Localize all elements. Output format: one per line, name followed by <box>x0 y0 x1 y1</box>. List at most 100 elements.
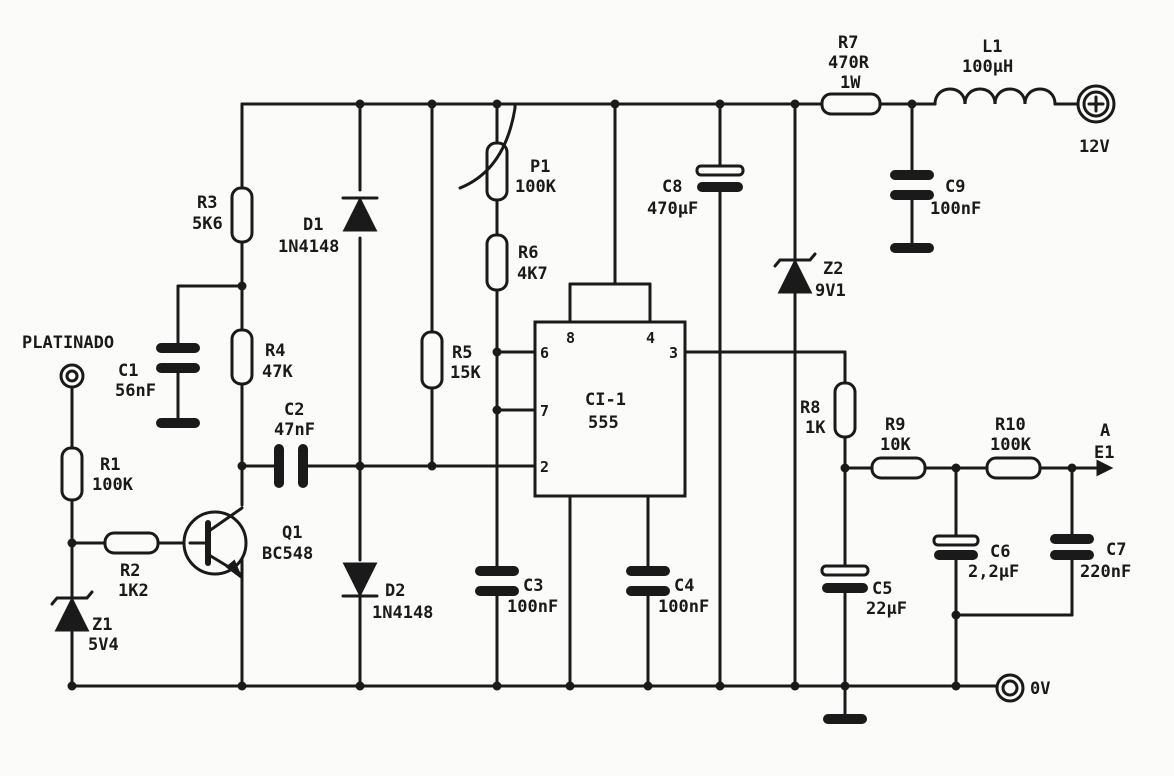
resistor-r4 <box>230 328 254 386</box>
ic-value: 555 <box>588 413 619 433</box>
ic-name: CI-1 <box>585 390 626 410</box>
c2-name: C2 <box>284 400 304 420</box>
ic-pin-4: 4 <box>646 329 655 347</box>
resistor-r2 <box>103 531 160 555</box>
z1-value: 5V4 <box>88 635 119 655</box>
c7-value: 220nF <box>1080 562 1131 582</box>
capacitor-c5 <box>820 564 870 593</box>
platinado-terminal[interactable] <box>59 363 85 389</box>
inductor-l1 <box>933 87 1057 106</box>
capacitor-c9 <box>890 170 934 253</box>
z1-name: Z1 <box>92 615 112 635</box>
c6-value: 2,2µF <box>968 562 1019 582</box>
c4-name: C4 <box>674 576 694 596</box>
resistor-r9 <box>870 456 927 480</box>
r3-value: 5K6 <box>192 214 223 234</box>
c5-value: 22µF <box>866 599 907 619</box>
capacitor-c7 <box>1050 534 1094 560</box>
r5-value: 15K <box>450 363 481 383</box>
r2-value: 1K2 <box>118 581 149 601</box>
r7-rating: 1W <box>840 73 861 93</box>
c8-value: 470µF <box>647 199 698 219</box>
l1-name: L1 <box>982 37 1002 57</box>
c1-name: C1 <box>118 361 138 381</box>
output-arrow[interactable] <box>1096 459 1114 477</box>
r4-name: R4 <box>265 341 285 361</box>
c1-value: 56nF <box>115 381 156 401</box>
r5-name: R5 <box>452 343 472 363</box>
r7-name: R7 <box>838 33 858 53</box>
resistor-r10 <box>985 456 1042 480</box>
ic-pin-8: 8 <box>566 329 575 347</box>
junction-dots <box>67 99 1077 691</box>
q1-value: BC548 <box>262 544 313 564</box>
potentiometer-p1 <box>485 141 509 202</box>
capacitor-c2 <box>274 444 320 488</box>
resistor-r6 <box>485 233 509 292</box>
c7-name: C7 <box>1106 540 1126 560</box>
ic-555-body <box>533 320 687 498</box>
diode-d2 <box>341 562 379 598</box>
output-e1-label: E1 <box>1094 443 1114 463</box>
wires <box>70 102 1102 720</box>
q1-name: Q1 <box>282 523 302 543</box>
potentiometer-wiper-arrow <box>458 102 517 190</box>
output-a-label: A <box>1100 421 1110 441</box>
ground-0v-terminal[interactable] <box>995 673 1025 703</box>
r6-name: R6 <box>518 243 538 263</box>
r10-name: R10 <box>995 415 1026 435</box>
c9-value: 100nF <box>930 199 981 219</box>
p1-value: 100K <box>515 177 557 197</box>
c3-name: C3 <box>523 576 543 596</box>
ground-label: 0V <box>1030 679 1050 699</box>
d1-value: 1N4148 <box>278 237 339 257</box>
r6-value: 4K7 <box>517 264 548 284</box>
c3-value: 100nF <box>507 597 558 617</box>
c6-name: C6 <box>990 542 1010 562</box>
p1-name: P1 <box>530 157 550 177</box>
ic-pin-7: 7 <box>540 402 549 420</box>
c2-value: 47nF <box>274 420 315 440</box>
c9-name: C9 <box>945 177 965 197</box>
d2-name: D2 <box>385 581 405 601</box>
supply-label: 12V <box>1079 137 1110 157</box>
z2-name: Z2 <box>823 259 843 279</box>
capacitor-c6 <box>932 534 980 560</box>
resistor-r8 <box>833 381 857 439</box>
r7-value: 470R <box>828 53 870 73</box>
capacitor-c1 <box>156 343 200 428</box>
r8-name: R8 <box>800 398 820 418</box>
c4-value: 100nF <box>658 597 709 617</box>
ic-pin-2: 2 <box>540 458 549 476</box>
resistor-r5 <box>420 330 444 390</box>
zener-z2 <box>773 252 817 294</box>
r9-name: R9 <box>885 415 905 435</box>
r1-name: R1 <box>100 455 120 475</box>
ic-pin-6: 6 <box>540 344 549 362</box>
r2-name: R2 <box>120 561 140 581</box>
ground-plate <box>823 714 867 724</box>
r3-name: R3 <box>197 193 217 213</box>
r1-value: 100K <box>92 475 134 495</box>
diode-d1 <box>341 196 379 232</box>
r8-value: 1K <box>805 418 826 438</box>
c5-name: C5 <box>872 579 892 599</box>
r10-value: 100K <box>990 435 1032 455</box>
ic-pin-3: 3 <box>669 344 678 362</box>
r9-value: 10K <box>880 435 911 455</box>
d2-value: 1N4148 <box>372 603 433 623</box>
capacitor-c8 <box>695 164 745 192</box>
capacitor-c3 <box>475 566 519 596</box>
l1-value: 100µH <box>962 57 1013 77</box>
resistor-r3 <box>230 186 254 244</box>
transistor-q1 <box>182 506 248 581</box>
d1-name: D1 <box>303 215 323 235</box>
zener-z1 <box>50 590 94 632</box>
r4-value: 47K <box>262 362 293 382</box>
resistor-r1 <box>60 446 84 502</box>
resistor-r7 <box>820 92 882 116</box>
z2-value: 9V1 <box>815 281 846 301</box>
capacitor-c4 <box>626 566 670 596</box>
supply-12v-terminal[interactable] <box>1076 84 1116 124</box>
